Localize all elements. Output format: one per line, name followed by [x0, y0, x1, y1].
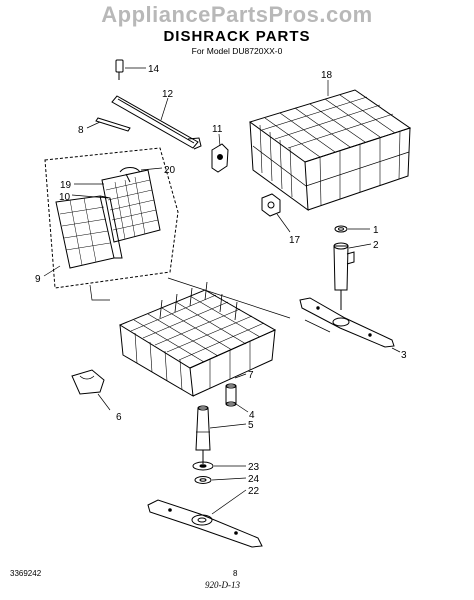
part-3-upper-spray-arm	[299, 297, 401, 353]
callout-7: 7	[248, 370, 254, 381]
part-number: 3369242	[10, 569, 42, 578]
callout-19: 19	[60, 180, 72, 191]
page-number: 8	[233, 569, 238, 578]
part-1-ring	[334, 225, 370, 233]
part-7-lower-rack	[118, 281, 277, 397]
callout-17: 17	[289, 235, 301, 246]
basket-parts-boundary	[44, 147, 179, 289]
callout-8: 8	[78, 125, 84, 136]
callout-1: 1	[373, 225, 379, 236]
part-11-endcap	[211, 133, 229, 173]
callout-labels: 14 12 8 11 18 20 19 10 17 1 2 9 3 7 6 4 …	[35, 64, 407, 497]
callout-3: 3	[401, 350, 407, 361]
callout-14: 14	[148, 64, 160, 75]
part-24-nut	[194, 476, 247, 484]
callout-24: 24	[248, 474, 260, 485]
connection-lines	[89, 277, 331, 333]
diagram-title: DISHRACK PARTS	[163, 28, 311, 45]
part-17-clip	[261, 193, 291, 233]
part-6-rack-roller	[71, 369, 111, 411]
handwritten-note: 920-D-13	[205, 580, 240, 590]
part-9-silverware-basket	[43, 195, 123, 277]
part-4-cylinder	[225, 383, 249, 413]
callout-11: 11	[212, 124, 223, 135]
part-19-basket-lid	[71, 169, 161, 243]
part-22-lower-spray-arm	[147, 489, 263, 548]
callout-2: 2	[373, 240, 379, 251]
callout-9: 9	[35, 274, 41, 285]
part-12-rail	[111, 95, 202, 150]
callout-22: 22	[248, 486, 260, 497]
part-14-clip	[115, 59, 146, 80]
callout-12: 12	[162, 89, 174, 100]
callout-18: 18	[321, 70, 333, 81]
part-8-strip	[86, 117, 131, 132]
watermark: AppliancePartsPros.com	[101, 2, 373, 27]
callout-6: 6	[116, 412, 122, 423]
callout-20: 20	[164, 165, 176, 176]
callout-5: 5	[248, 420, 254, 431]
part-18-upper-rack	[248, 80, 412, 212]
part-23-washer	[192, 461, 246, 471]
callout-23: 23	[248, 462, 260, 473]
callout-4: 4	[249, 410, 255, 421]
part-20-handle	[119, 167, 163, 183]
part-2-manifold	[333, 242, 372, 310]
callout-10: 10	[59, 192, 71, 203]
part-5-spray-tower	[195, 405, 247, 464]
diagram-subtitle: For Model DU8720XX-0	[191, 46, 283, 56]
